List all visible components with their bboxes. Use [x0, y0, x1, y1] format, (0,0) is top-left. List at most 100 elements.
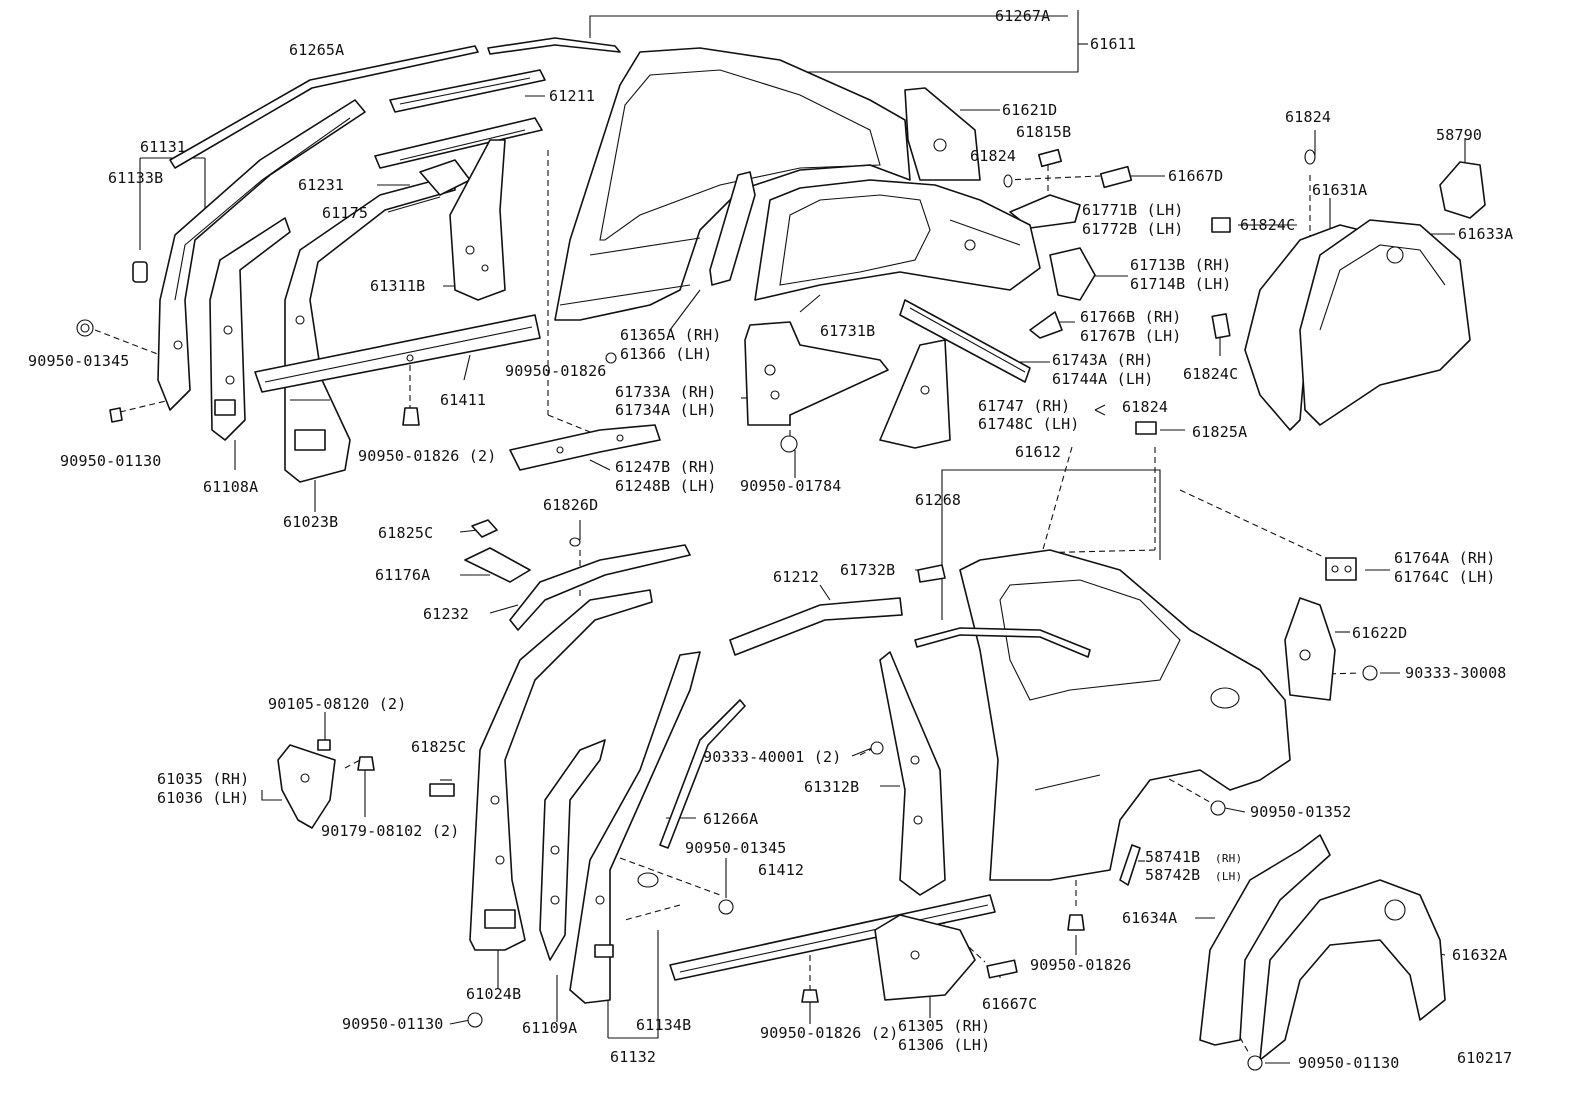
- label-61622D: 61622D: [1352, 624, 1407, 642]
- label-90950-01130-c: 90950-01130: [1298, 1054, 1400, 1072]
- part-61231-reinforcement: [374, 117, 543, 169]
- label-61734A: 61734A (LH): [615, 401, 717, 419]
- label-61771B: 61771B (LH): [1082, 201, 1184, 219]
- label-61764A: 61764A (RH): [1394, 549, 1496, 567]
- label-61667C: 61667C: [982, 995, 1037, 1013]
- label-90105-08120: 90105-08120 (2): [268, 695, 406, 713]
- label-61747: 61747 (RH): [978, 397, 1070, 415]
- label-61631A: 61631A: [1312, 181, 1367, 199]
- label-90333-30008: 90333-30008: [1405, 664, 1507, 682]
- part-61176A-gusset: [464, 547, 531, 583]
- part-61824C-pad-a: [1211, 217, 1231, 233]
- label-61108A: 61108A: [203, 478, 258, 496]
- part-61743A-rail: [899, 299, 1031, 383]
- label-61267A: 61267A: [995, 7, 1050, 25]
- reference-number: 610217: [1457, 1049, 1512, 1067]
- part-61826D-plug: [569, 537, 581, 547]
- part-61612-quarter-panel: [959, 549, 1291, 881]
- label-61825A: 61825A: [1192, 423, 1247, 441]
- label-61211: 61211: [549, 87, 595, 105]
- label-90950-01826-c: 90950-01826: [1030, 956, 1132, 974]
- label-61731B: 61731B: [820, 322, 875, 340]
- label-58790: 58790: [1436, 126, 1482, 144]
- part-61024B-pillar-outer: [469, 589, 653, 951]
- label-61212: 61212: [773, 568, 819, 586]
- part-61824-plug-a: [1003, 174, 1013, 188]
- label-61772B: 61772B (LH): [1082, 220, 1184, 238]
- label-61306: 61306 (LH): [898, 1036, 990, 1054]
- part-61412-rocker-outer: [669, 894, 996, 981]
- part-61268-weatherstrip: [914, 627, 1091, 658]
- label-90950-01130-b: 90950-01130: [342, 1015, 444, 1033]
- label-61134B: 61134B: [636, 1016, 691, 1034]
- label-61365A: 61365A (RH): [620, 326, 722, 344]
- part-61622D-extension: [1284, 597, 1336, 701]
- label-61824C-a: 61824C: [1240, 216, 1295, 234]
- label-61023B: 61023B: [283, 513, 338, 531]
- part-61365A-pillar-extension: [709, 171, 756, 286]
- label-61132: 61132: [610, 1048, 656, 1066]
- part-61265A-drip-rail: [169, 45, 479, 169]
- part-61667C-pad: [986, 959, 1018, 979]
- part-61825A-pad: [1135, 421, 1157, 435]
- label-90950-01826-a: 90950-01826: [505, 362, 607, 380]
- part-61312B-center-pillar: [879, 651, 946, 896]
- part-61824C-pad-b: [1211, 313, 1231, 339]
- part-61133B-bracket: [132, 261, 148, 283]
- label-61767B: 61767B (LH): [1080, 327, 1182, 345]
- label-61109A: 61109A: [522, 1019, 577, 1037]
- label-61411: 61411: [440, 391, 486, 409]
- part-61731B-inner-quarter: [754, 179, 1041, 301]
- label-61825C-a: 61825C: [378, 524, 433, 542]
- label-61176A: 61176A: [375, 566, 430, 584]
- label-61133B: 61133B: [108, 169, 163, 187]
- callout-labels: 61267A 61611 61265A 61211 61621D 61815B …: [28, 7, 1513, 1072]
- label-61248B: 61248B (LH): [615, 477, 717, 495]
- label-58742B: 58742B: [1145, 866, 1200, 884]
- label-61036: 61036 (LH): [157, 789, 249, 807]
- part-58790-bracket: [1439, 161, 1486, 219]
- label-90950-01784: 90950-01784: [740, 477, 842, 495]
- part-61266A-weatherstrip: [659, 699, 746, 849]
- part-61267A-roof-rail: [487, 37, 621, 55]
- label-61732B: 61732B: [840, 561, 895, 579]
- label-90950-01345-b: 90950-01345: [685, 839, 787, 857]
- label-90950-01352: 90950-01352: [1250, 803, 1352, 821]
- label-58742B-suffix: (LH): [1215, 870, 1242, 883]
- part-61134B-grommet: [637, 872, 659, 888]
- part-61232-reinforcement: [509, 544, 691, 631]
- label-90950-01130-a: 90950-01130: [60, 452, 162, 470]
- part-61824-plug-b: [1304, 149, 1316, 165]
- part-61023B-pillar-lower: [284, 174, 456, 483]
- part-61211-rail: [389, 69, 546, 113]
- part-61108A-pillar-inner: [209, 217, 291, 441]
- label-61713B: 61713B (RH): [1130, 256, 1232, 274]
- label-90950-01826-d: 90950-01826 (2): [760, 1024, 898, 1042]
- label-61265A: 61265A: [289, 41, 344, 59]
- part-61766B-bracket: [1029, 311, 1063, 339]
- part-61733A-lower-pillar: [744, 321, 889, 426]
- fasteners-lower: [317, 665, 1378, 1071]
- label-61764C: 61764C (LH): [1394, 568, 1496, 586]
- label-58741B: 58741B: [1145, 848, 1200, 866]
- part-61815B-pad: [1037, 148, 1063, 168]
- part-61109A-pillar-inner: [539, 739, 606, 961]
- label-61412: 61412: [758, 861, 804, 879]
- label-61824-c: 61824: [1122, 398, 1168, 416]
- label-61824-b: 61824: [970, 147, 1016, 165]
- label-90333-40001: 90333-40001 (2): [703, 748, 841, 766]
- label-61632A: 61632A: [1452, 946, 1507, 964]
- part-61131-front-pillar-outer: [157, 99, 366, 411]
- label-61733A: 61733A (RH): [615, 383, 717, 401]
- part-61212-roof-rail: [729, 597, 903, 656]
- part-61305-bracket: [874, 914, 976, 1001]
- part-61132-pillar: [569, 651, 701, 1004]
- part-61411-rocker-inner: [254, 314, 541, 393]
- label-61815B: 61815B: [1016, 123, 1071, 141]
- label-61667D: 61667D: [1168, 167, 1223, 185]
- label-61366: 61366 (LH): [620, 345, 712, 363]
- label-61024B: 61024B: [466, 985, 521, 1003]
- part-58741B-moulding: [1119, 844, 1141, 886]
- part-61311B-center-pillar: [449, 139, 506, 301]
